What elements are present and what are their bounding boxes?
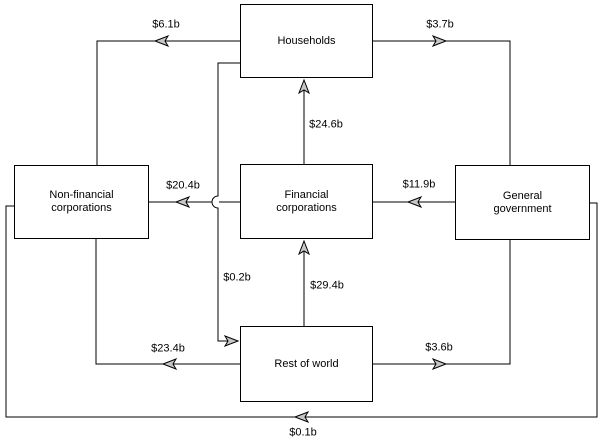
arrowhead-right-icon [223, 335, 240, 347]
flow-line-restofworld-to-nonfinancial [95, 239, 240, 365]
flow-amount-label: $23.4b [150, 342, 186, 356]
node-label: Non-financial corporations [49, 189, 114, 214]
arrowhead-up-icon [298, 239, 310, 256]
arrowhead-left-icon [174, 196, 191, 208]
node-label: General government [493, 189, 552, 215]
node-rest-of-world: Rest of world [240, 326, 373, 402]
flow-amount-label: $20.4b [165, 179, 201, 193]
arrowhead-right-icon [431, 35, 448, 47]
node-non-financial-corporations: Non-financial corporations [14, 165, 149, 239]
arrowhead-left-icon [161, 358, 178, 370]
node-financial-corporations: Financial corporations [240, 164, 373, 239]
flow-line-households-to-restofworld [211, 62, 240, 342]
node-label: Financial corporations [276, 188, 337, 214]
flow-amount-label: $0.1b [288, 426, 318, 440]
node-households: Households [240, 4, 373, 78]
arrowhead-up-icon [298, 78, 310, 95]
flow-line-households-to-government [373, 40, 511, 165]
flow-amount-label: $0.2b [222, 271, 252, 285]
arrowhead-right-icon [431, 358, 448, 370]
node-label: Rest of world [274, 357, 339, 370]
flow-amount-label: $3.6b [424, 341, 454, 355]
flow-amount-label: $24.6b [308, 118, 344, 132]
flow-amount-label: $29.4b [309, 279, 345, 293]
arrowhead-left-icon [293, 411, 310, 423]
arrowhead-left-icon [406, 196, 423, 208]
flow-line-households-to-nonfinancial [96, 40, 240, 165]
flow-amount-label: $3.7b [425, 18, 455, 32]
node-label: Households [277, 34, 336, 47]
arrowhead-left-icon [153, 35, 170, 47]
node-general-government: General government [455, 165, 590, 240]
flow-line-restofworld-to-government [372, 240, 511, 365]
flow-amount-label: $11.9b [401, 178, 437, 192]
flow-amount-label: $6.1b [151, 18, 181, 32]
